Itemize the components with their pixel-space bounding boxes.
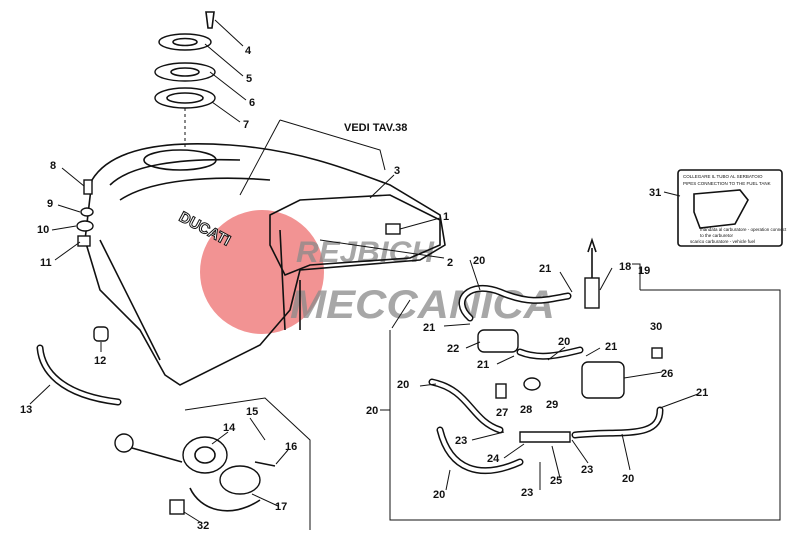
- clip-1: [385, 223, 401, 235]
- watermark-line2: MECCANICA: [290, 283, 555, 327]
- callout-3: 3: [394, 165, 400, 177]
- callout-30: 30: [650, 321, 662, 333]
- decal-line2: PIPES CONNECTION TO THE FUEL TANK: [683, 181, 771, 186]
- callout-20: 20: [433, 489, 445, 501]
- callout-24: 24: [487, 453, 500, 465]
- callout-15: 15: [246, 406, 258, 418]
- screw-4: [205, 11, 215, 29]
- callout-20: 20: [397, 379, 409, 391]
- callout-12: 12: [94, 355, 106, 367]
- callout-28: 28: [520, 404, 532, 416]
- callout-9: 9: [47, 198, 53, 210]
- mounting-hardware: [29, 167, 122, 406]
- callout-29: 29: [546, 399, 558, 411]
- plug-30: [651, 347, 663, 359]
- watermark-line1: REJBICH: [296, 236, 435, 269]
- callout-17: 17: [275, 501, 287, 513]
- callout-21: 21: [477, 359, 489, 371]
- callout-16: 16: [285, 441, 297, 453]
- callout-31: 31: [649, 187, 661, 199]
- callout-21: 21: [696, 387, 708, 399]
- fuel-tap-18: [584, 277, 600, 309]
- callout-23: 23: [521, 487, 533, 499]
- tank-brand-logo: DUCATI: [176, 209, 233, 250]
- callout-6: 6: [249, 97, 255, 109]
- callout-21: 21: [423, 322, 435, 334]
- fuel-line-system: [380, 237, 781, 521]
- reference-note: VEDI TAV.38: [344, 122, 407, 134]
- ring-5: [158, 33, 212, 51]
- callout-11: 11: [40, 257, 52, 269]
- callout-labels: 1 2 3 4 5 6 7 8 9 10 11 12 13 14 15 16 1…: [20, 45, 708, 532]
- callout-13: 13: [20, 404, 32, 416]
- callout-4: 4: [245, 45, 252, 57]
- callout-20: 20: [558, 336, 570, 348]
- callout-8: 8: [50, 160, 56, 172]
- callout-1: 1: [443, 211, 449, 223]
- callout-25: 25: [550, 475, 562, 487]
- tee-fitting-25: [519, 431, 571, 443]
- callout-23: 23: [455, 435, 467, 447]
- callout-20: 20: [366, 405, 378, 417]
- watermark-circle: [200, 210, 324, 334]
- bolt-27: [495, 383, 507, 399]
- warning-decal: COLLEGARE IL TUBO AL SERBATOIO PIPES CON…: [663, 169, 787, 247]
- callout-7: 7: [243, 119, 249, 131]
- callout-2: 2: [447, 257, 453, 269]
- decal-line4: to the carburetor: [700, 233, 734, 238]
- decal-line3: mandata al carburatore - operation conne…: [700, 227, 787, 232]
- connector-32: [169, 499, 185, 515]
- callout-19: 19: [638, 265, 650, 277]
- callout-32: 32: [197, 520, 209, 532]
- filler-cap-parts: [154, 11, 247, 150]
- callout-20: 20: [622, 473, 634, 485]
- callout-21: 21: [605, 341, 617, 353]
- callout-21: 21: [539, 263, 551, 275]
- callout-23: 23: [581, 464, 593, 476]
- fuel-filter-22: [477, 329, 519, 353]
- watermark-logo: REJBICH MECCANICA: [200, 210, 555, 334]
- callout-14: 14: [223, 422, 236, 434]
- callout-26: 26: [661, 368, 673, 380]
- callout-27: 27: [496, 407, 508, 419]
- callout-20: 20: [473, 255, 485, 267]
- callout-10: 10: [37, 224, 49, 236]
- callout-22: 22: [447, 343, 459, 355]
- decal-line1: COLLEGARE IL TUBO AL SERBATOIO: [683, 174, 763, 179]
- fuel-pump-26: [581, 361, 625, 399]
- gasket-7: [154, 87, 216, 109]
- callout-5: 5: [246, 73, 252, 85]
- decal-line5: scarico carburatore - vehicle fuel: [690, 239, 755, 244]
- callout-18: 18: [619, 261, 631, 273]
- grommet-12: [93, 326, 109, 342]
- ring-6: [154, 62, 216, 82]
- fuel-level-sender: [114, 397, 311, 530]
